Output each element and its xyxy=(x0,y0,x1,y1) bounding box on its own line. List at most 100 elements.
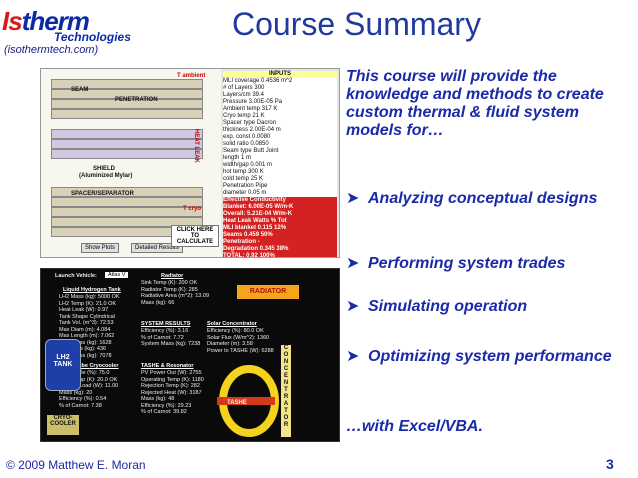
cryocooler-row: Cold Temp (K): 20.0 OK xyxy=(59,376,118,383)
show-plots-button[interactable]: Show Plots xyxy=(81,243,120,253)
tank-row: Max Length (m): 7.062 xyxy=(59,333,115,339)
tank-row: LH2 Temp (K): 21.0 OK xyxy=(59,300,117,307)
input-row: Pressure 3.00E-05 Pa xyxy=(223,99,283,105)
input-row: cold temp 25 K xyxy=(223,176,264,182)
closing-text: …with Excel/VBA. xyxy=(346,418,483,435)
radiator-row: Mass (kg): 66 xyxy=(141,299,175,306)
input-row: Cryo temp 21 K xyxy=(223,113,265,119)
input-row: MLI coverage 0.4536 m^2 xyxy=(223,78,293,84)
lh2-tank-label: LH2 TANK xyxy=(53,354,73,368)
cryocooler-row: Duty Cycle (%): 75.0 xyxy=(59,370,110,376)
cryocooler-row: Efficiency (%): 0.54 xyxy=(59,396,107,402)
system-row: System Mass (kg): 7238 xyxy=(141,341,201,347)
result-row: Blanket: 6.00E-05 W/m-K xyxy=(223,204,337,211)
radiator-row: Sink Temp (K): 200 OK xyxy=(141,280,198,286)
arrow-bullet-icon: ➤ xyxy=(346,255,360,272)
result-row: TOTAL: 0.92 100% xyxy=(223,253,337,257)
heat-leak-label: HEAT LEAK xyxy=(193,129,199,163)
inputs-panel: INPUTS MLI coverage 0.4536 m^2# of Layer… xyxy=(223,71,337,257)
input-row: Spacer type Dacron xyxy=(223,120,277,126)
input-row: thickness 2.00E-04 m xyxy=(223,127,281,133)
input-row: Penetration Pipe xyxy=(223,183,268,189)
input-row: hot temp 300 K xyxy=(223,169,264,175)
solar-row: Diameter (m): 3.58 xyxy=(207,341,253,347)
t-cryo-label: T cryo xyxy=(183,206,202,212)
system-results-header: SYSTEM RESULTS xyxy=(141,321,191,327)
input-row: length 1 m xyxy=(223,155,252,161)
tank-row: LH2 Mass (kg): 5000 OK xyxy=(59,294,120,300)
logo-name: Istherm xyxy=(2,6,90,37)
mli-diagram: SEAM PENETRATION SHIELD (Aluminized Myla… xyxy=(41,69,221,257)
solar-row: Efficiency (%): 80.0 OK xyxy=(207,328,264,334)
system-row: Efficiency (%): 3.16 xyxy=(141,328,189,334)
detailed-results-button[interactable]: Detailed Results xyxy=(131,243,183,253)
tashe-row: PV Power Out (W): 2755 xyxy=(141,370,202,376)
bullet-item: ➤Optimizing system performance xyxy=(346,348,632,366)
tank-row: Tank Mass (kg): 1628 xyxy=(59,339,112,346)
logo-name-b: therm xyxy=(21,6,90,36)
result-row: Effective Conductivity xyxy=(223,197,337,204)
tashe-row: Mass (kg): 48 xyxy=(141,396,175,402)
input-row: diameter 0.05 m xyxy=(223,190,267,196)
penetration-label: PENETRATION xyxy=(115,97,158,103)
launch-vehicle-select[interactable]: Atlas V xyxy=(105,272,129,278)
result-row: Seams 0.459 50% xyxy=(223,232,337,239)
solar-row: Power to TASHE (W): 6288 xyxy=(207,347,274,354)
arrow-bullet-icon: ➤ xyxy=(346,348,360,365)
tashe-label: TASHE xyxy=(227,400,247,406)
radiator-graphic: RADIATOR xyxy=(237,285,299,299)
tashe-row: Rejection Temp (K): 282 xyxy=(141,383,200,389)
radiator-row: Radiative Area (m^2): 13.09 xyxy=(141,293,210,299)
slide-title: Course Summary xyxy=(232,6,481,42)
bullet-item: ➤ Simulating operation xyxy=(346,298,632,316)
input-row: # of Layers 300 xyxy=(223,85,265,91)
bullet-text: Simulating operation xyxy=(368,298,528,315)
cryocooler-header: Pulse Tube Cryocooler xyxy=(59,363,119,369)
arrow-bullet-icon: ➤ xyxy=(346,298,360,315)
tashe-ring-graphic xyxy=(217,365,279,437)
cryocooler-row: Mass (kg): 20 xyxy=(59,389,93,396)
tashe-row: Rejected Heat (W): 3187 xyxy=(141,389,202,396)
mli-model-screenshot: SEAM PENETRATION SHIELD (Aluminized Myla… xyxy=(40,68,340,258)
shield-sub-label: (Aluminized Mylar) xyxy=(79,173,133,179)
input-row: width/gap 0.001 m xyxy=(223,162,273,168)
calculate-button[interactable]: CLICK HERE TO CALCULATE xyxy=(171,225,219,247)
input-row: exp. const 0.0080 xyxy=(223,134,271,140)
tank-row: Tank Shape Cylindrical xyxy=(59,313,115,320)
tashe-header: TASHE & Resonator xyxy=(141,363,194,369)
tashe-row: Efficiency (%): 29.23 xyxy=(141,402,192,409)
company-logo: Istherm Technologies (isothermtech.com) xyxy=(2,4,131,56)
radiator-header: Radiator xyxy=(161,273,184,279)
logo-technologies: Technologies xyxy=(54,30,131,44)
bullet-text: Analyzing conceptual designs xyxy=(368,190,598,207)
input-row: solid ratio 0.0850 xyxy=(223,141,269,147)
copyright-footer: © 2009 Matthew E. Moran xyxy=(6,458,146,472)
inputs-header: INPUTS xyxy=(223,71,337,78)
system-model-screenshot: Launch Vehicle: Atlas V Radiator Sink Te… xyxy=(40,268,340,442)
tashe-row: % of Carnot: 39.82 xyxy=(141,409,187,415)
tank-row: Max Diam (m): 4.084 xyxy=(59,326,111,333)
tank-row: Tank Vol. (m^3): 72.53 xyxy=(59,320,114,326)
solar-row: Solar Flux (W/m^2): 1360 xyxy=(207,334,270,341)
tashe-row: Operating Temp (K): 1180 xyxy=(141,376,204,383)
lh2-tank-graphic: LH2 TANK xyxy=(45,339,81,391)
shield-label: SHIELD xyxy=(93,166,116,172)
t-ambient-label: T ambient xyxy=(177,73,206,79)
solar-header: Solar Concentrator xyxy=(207,321,257,327)
logo-name-a: Is xyxy=(2,6,23,36)
logo-url: (isothermtech.com) xyxy=(4,44,99,56)
launch-vehicle-label: Launch Vehicle: xyxy=(55,273,97,279)
tank-row: Heat Leak (W): 0.97 xyxy=(59,307,109,313)
cryocooler-row: % of Carnot: 7.38 xyxy=(59,402,102,409)
tank-row: Total Mass (kg): 7078 xyxy=(59,352,112,359)
input-row: Seam type Butt Joint xyxy=(223,148,279,154)
